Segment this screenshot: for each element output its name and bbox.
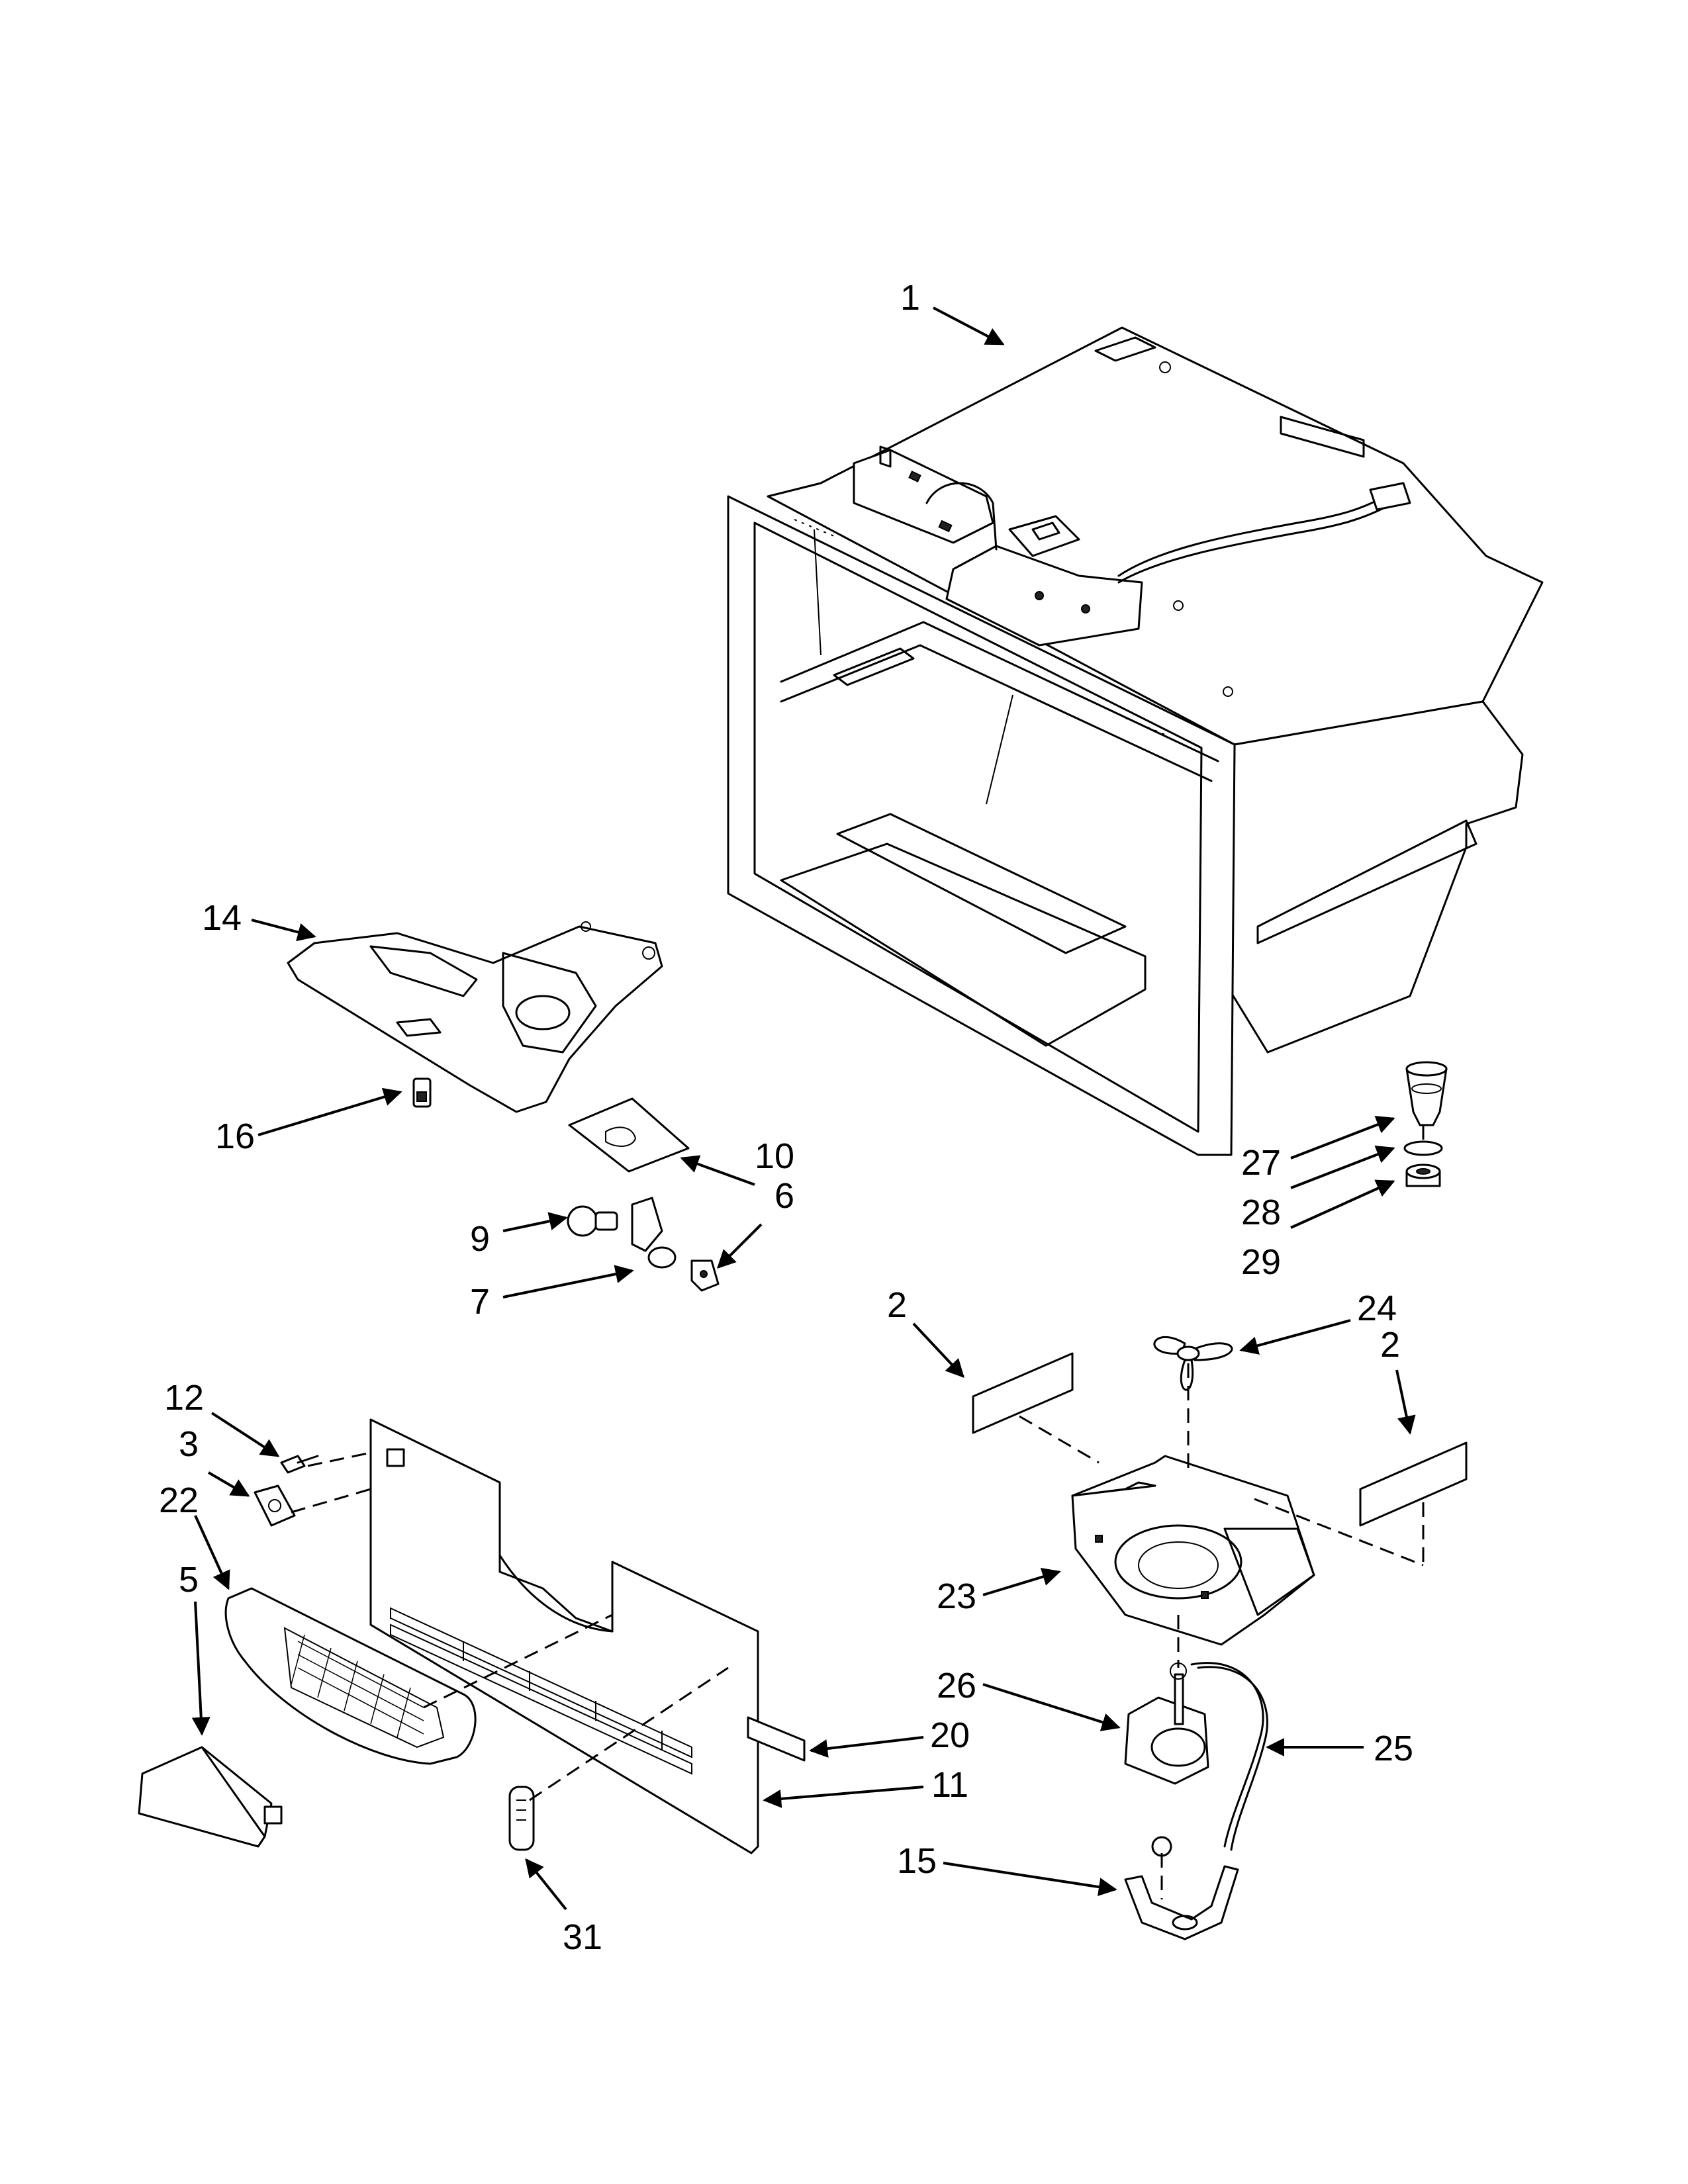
callout-12: 12 [164,1378,204,1418]
callout-22: 22 [159,1480,199,1520]
grommet-part-29 [1405,1163,1441,1187]
foam-block-part-2-right [1359,1441,1468,1527]
screw-part-12 [280,1455,319,1474]
callout-24: 24 [1357,1289,1397,1328]
callout-labels: 1 2 2 3 5 6 7 9 10 11 12 14 15 16 20 22 … [159,278,1413,1957]
callout-23: 23 [937,1576,976,1616]
callout-25: 25 [1374,1729,1413,1768]
callout-2a: 2 [887,1285,907,1325]
pad-part-10 [568,1097,690,1173]
cup-part-27 [1405,1061,1448,1126]
foam-strip-part-20 [747,1716,806,1762]
callout-26: 26 [937,1666,976,1706]
leader-arrows [191,306,1416,1911]
callout-3: 3 [179,1424,199,1464]
light-assembly [567,1197,720,1292]
ring-part-28 [1403,1140,1443,1156]
motor-bracket-part-15 [1124,1865,1239,1940]
bracket-part-3 [254,1484,296,1527]
callout-20: 20 [930,1715,970,1755]
callout-16: 16 [215,1116,255,1156]
air-cover-part-14 [287,921,663,1113]
callout-27: 27 [1241,1143,1281,1183]
callout-10: 10 [755,1136,794,1176]
callout-1: 1 [900,278,920,318]
wire-harness-part-25 [1151,1662,1268,1857]
callout-11: 11 [931,1765,968,1805]
retainer-part-6 [690,1259,720,1292]
socket-part-7 [631,1197,677,1269]
callout-9: 9 [470,1219,490,1259]
callout-28: 28 [1241,1193,1281,1232]
callout-5: 5 [179,1560,199,1600]
callout-31: 31 [563,1917,602,1957]
foam-block-part-2-left [972,1352,1074,1434]
callout-7: 7 [470,1282,490,1322]
alignment-lines [291,1125,1425,1899]
fan-blade-part-24 [1153,1336,1233,1391]
fan-shroud-part-23 [1071,1455,1315,1646]
callout-2b: 2 [1380,1325,1400,1365]
callout-29: 29 [1241,1242,1281,1282]
switch-part-16 [412,1077,432,1108]
callout-15: 15 [897,1841,937,1881]
clip-part-31 [508,1786,535,1851]
bulb-part-9 [567,1205,618,1237]
rear-panel-part-11 [369,1418,759,1854]
grille-part-22 [224,1587,477,1765]
motor-part-26 [1124,1662,1209,1785]
callout-6: 6 [774,1176,794,1216]
callout-14: 14 [202,898,242,938]
cover-part-5 [138,1746,283,1848]
freezer-liner-part-1 [727,326,1544,1156]
